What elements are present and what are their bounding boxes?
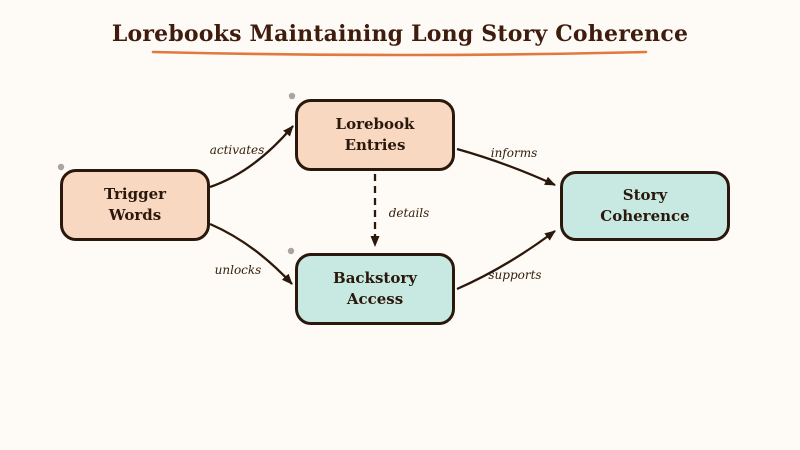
node-label-line: Entries [344, 136, 406, 154]
edge-label-unlocks: unlocks [214, 263, 262, 277]
edge-label-supports: supports [488, 268, 542, 282]
node-handle-dot[interactable] [287, 247, 295, 255]
edge-label-details: details [388, 206, 430, 220]
title-underline [151, 50, 648, 57]
edge-supports [456, 230, 556, 291]
edge-informs [456, 147, 556, 187]
node-label-line: Words [108, 206, 162, 224]
node-handle-dot[interactable] [57, 163, 65, 171]
node-handle-dot[interactable] [288, 92, 296, 100]
node-backstory-access[interactable]: Backstory Access [295, 253, 455, 325]
node-label-line: Coherence [600, 207, 690, 225]
node-story-coherence[interactable]: Story Coherence [560, 171, 730, 241]
node-label-line: Access [346, 290, 404, 308]
edge-label-activates: activates [209, 143, 265, 157]
edge-label-informs: informs [490, 146, 538, 160]
node-label-line: Backstory [333, 269, 417, 287]
node-label-line: Trigger [103, 185, 167, 203]
edge-unlocks [209, 222, 293, 285]
node-lorebook-entries[interactable]: Lorebook Entries [295, 99, 455, 171]
node-label-line: Lorebook [335, 115, 415, 133]
diagram-title: Lorebooks Maintaining Long Story Coheren… [111, 21, 689, 47]
node-trigger-words[interactable]: Trigger Words [60, 169, 210, 241]
edge-activates [209, 125, 294, 189]
node-label-line: Story [622, 186, 668, 204]
